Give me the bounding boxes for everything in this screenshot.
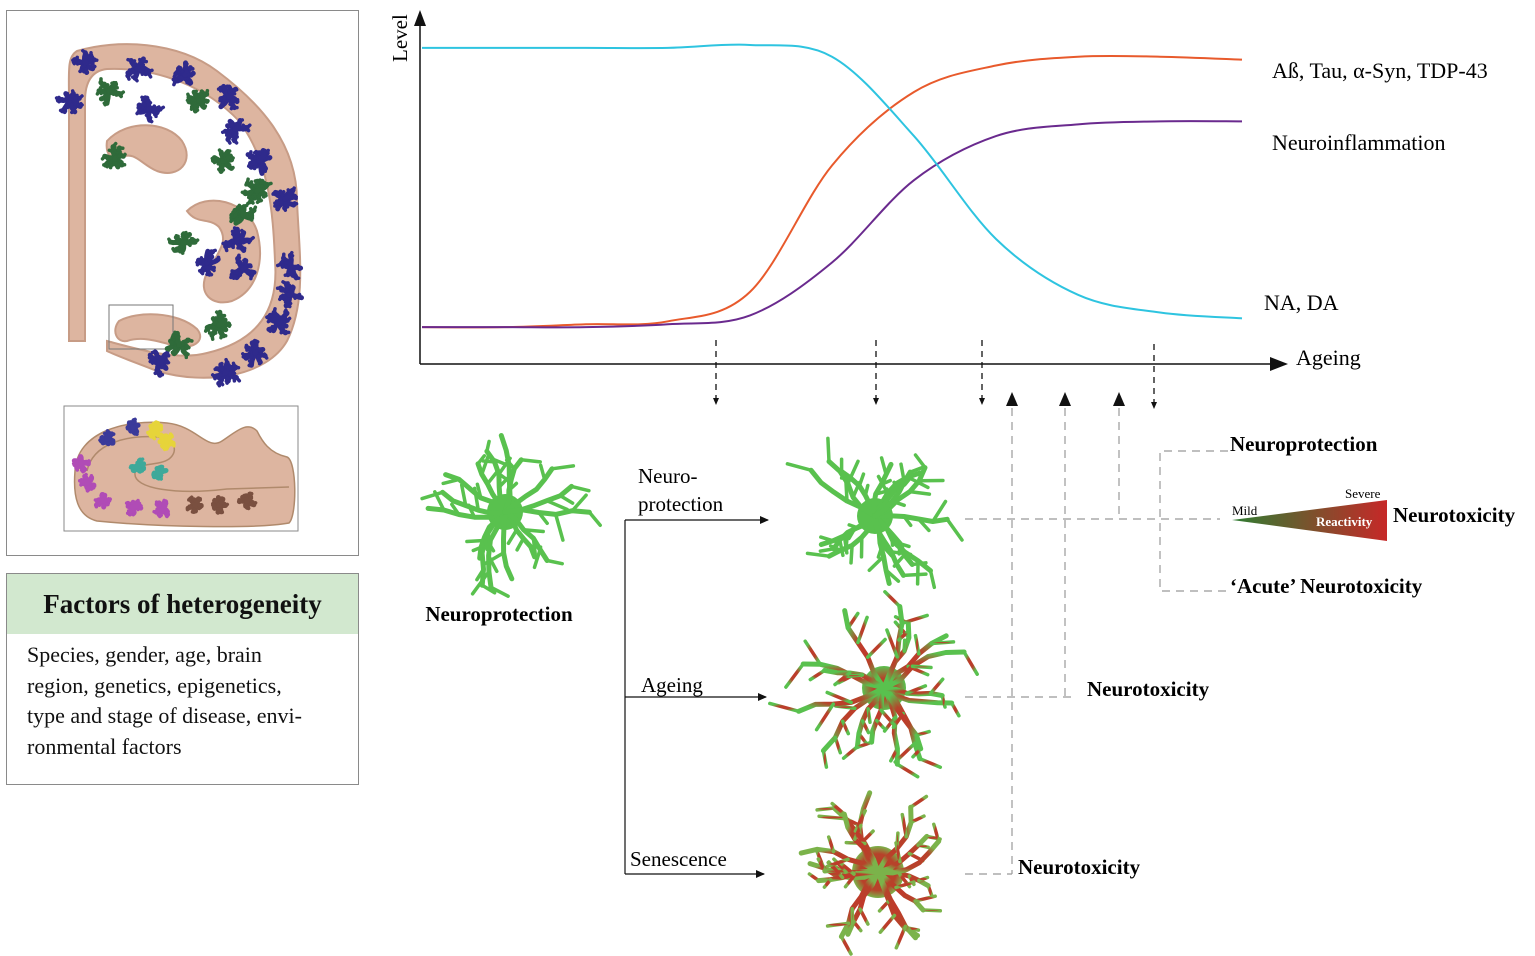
factors-box: Factors of heterogeneity Species, gender… <box>6 573 359 785</box>
branch-label: Ageing <box>641 673 703 697</box>
reactivity-scale: Mild Severe Reactivity <box>1232 486 1387 541</box>
brain-section-illustration <box>54 43 304 532</box>
series-line <box>421 54 1243 329</box>
resting-microglia-icon <box>420 433 602 598</box>
factors-title: Factors of heterogeneity <box>7 574 358 634</box>
branch-label: Neuro- <box>638 464 697 488</box>
ageing-outcome: Neurotoxicity <box>1087 677 1210 701</box>
series-label: Aß, Tau, α-Syn, TDP-43 <box>1272 58 1488 83</box>
feedback-arrowhead <box>1059 392 1071 406</box>
branch-tree <box>624 516 769 878</box>
series-line <box>422 120 1243 329</box>
factors-line: region, genetics, epigenetics, <box>27 672 282 698</box>
outcome-neuroprotection: Neuroprotection <box>1230 432 1378 456</box>
outcome-acute-neurotoxicity: ‘Acute’ Neurotoxicity <box>1230 574 1423 598</box>
y-axis-label: Level <box>388 14 412 62</box>
branch-label: protection <box>638 492 724 516</box>
feedback-arrowheads <box>1006 392 1125 406</box>
outcome-neurotoxicity: Neurotoxicity <box>1393 503 1516 527</box>
branch-label: Senescence <box>630 847 727 871</box>
series-line <box>422 43 1243 320</box>
brain-section-panel <box>6 10 359 556</box>
brain-microglia-cells <box>54 48 304 388</box>
series-layer: Aß, Tau, α-Syn, TDP-43NeuroinflammationN… <box>421 43 1488 329</box>
axis-time-markers <box>713 340 1157 409</box>
factors-line: type and stage of disease, envi- <box>27 703 302 728</box>
reactivity-low-label: Mild <box>1232 503 1258 518</box>
ageing-level-chart: Level Ageing Aß, Tau, α-Syn, TDP-43Neuro… <box>388 10 1488 371</box>
series-label: Neuroinflammation <box>1272 130 1446 155</box>
reactivity-high-label: Severe <box>1345 486 1381 501</box>
x-axis-label: Ageing <box>1296 345 1361 370</box>
x-axis-arrowhead <box>1270 357 1288 371</box>
senescence-outcome: Neurotoxicity <box>1018 855 1141 879</box>
reactivity-wedge <box>1232 500 1387 541</box>
senescent-microglia-icon <box>798 790 943 956</box>
outcome-connectors <box>965 408 1228 875</box>
ageing-microglia-icon <box>768 590 979 779</box>
resting-label: Neuroprotection <box>425 602 573 626</box>
factors-line: ronmental factors <box>27 733 182 759</box>
inset-microglia-cells <box>71 417 258 519</box>
hippocampus-zoom-box <box>108 304 174 350</box>
y-axis-arrowhead <box>414 10 426 26</box>
factors-line: Species, gender, age, brain <box>27 642 262 667</box>
hippocampus-inset-layer <box>86 435 290 493</box>
feedback-arrowhead <box>1006 392 1018 406</box>
reactivity-label: Reactivity <box>1316 514 1373 529</box>
feedback-arrowhead <box>1113 392 1125 406</box>
factors-text: Species, gender, age, brain region, gene… <box>27 640 347 762</box>
series-label: NA, DA <box>1264 290 1339 315</box>
outcome-bracket <box>1159 450 1228 592</box>
neuroprotective-microglia-icon <box>785 436 964 590</box>
